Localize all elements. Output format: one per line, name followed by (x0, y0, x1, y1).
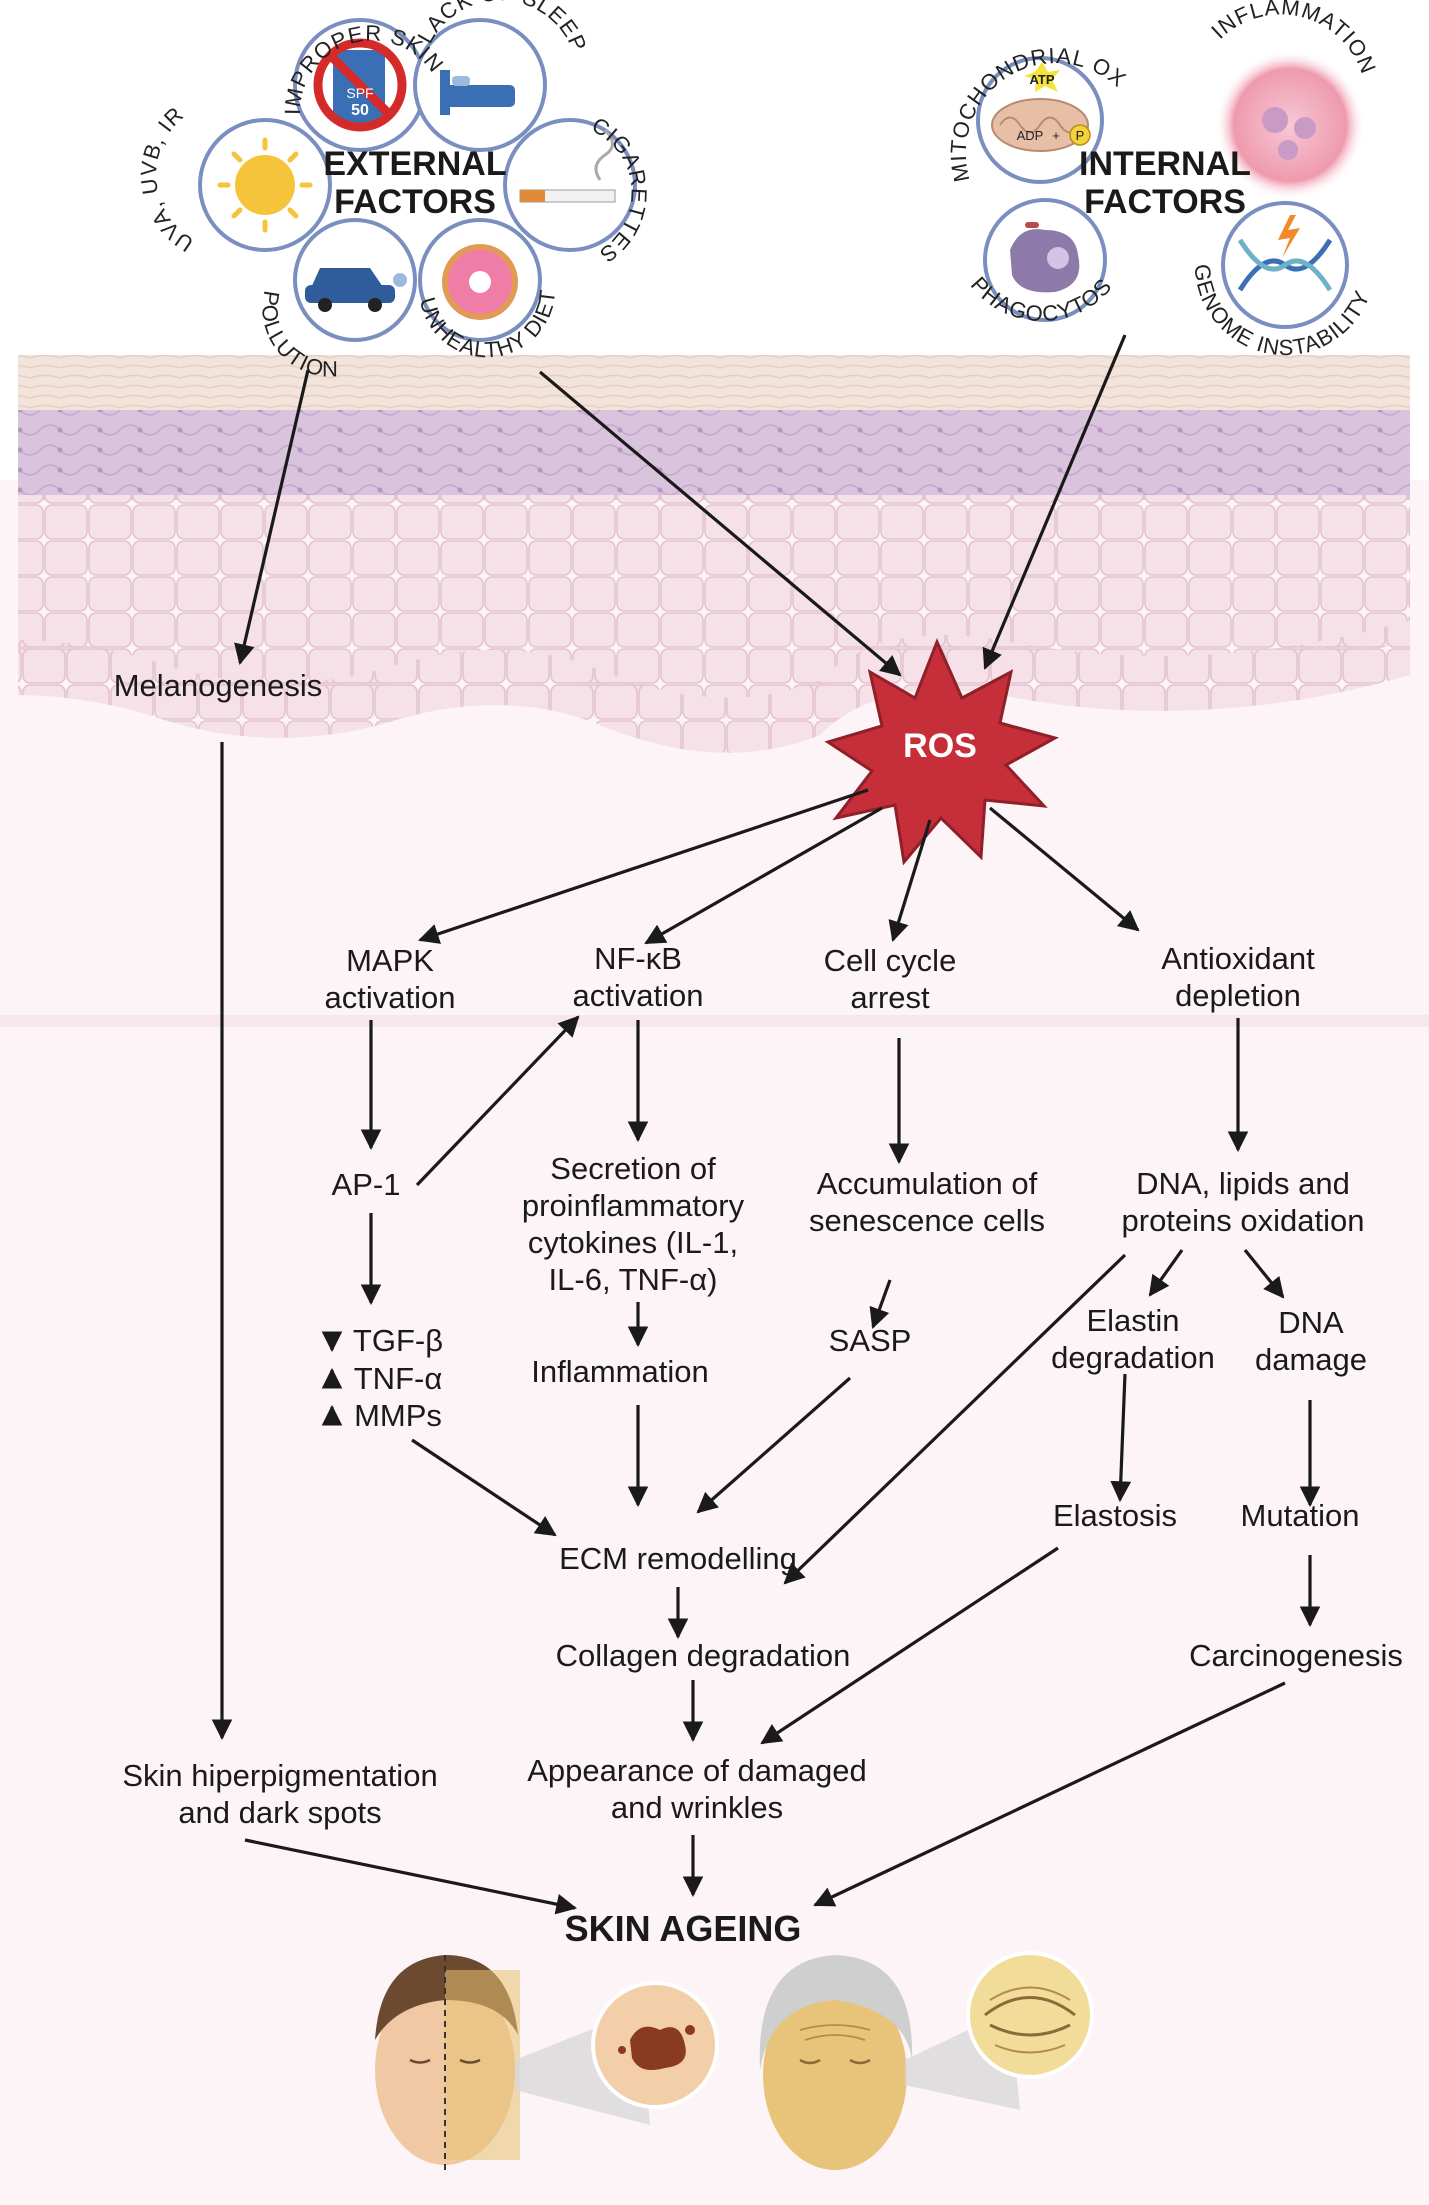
mutation-node: Mutation (1240, 1498, 1360, 1533)
internal-title-line1: INTERNAL (1079, 145, 1251, 183)
mapk-activation-node: MAPK activation (325, 942, 456, 1016)
carcinogenesis-node: Carcinogenesis (1189, 1638, 1403, 1673)
sun-icon (217, 137, 313, 233)
hyperpigmentation-line1: Skin hiperpigmentation (122, 1758, 438, 1793)
ap1-node: AP-1 (331, 1167, 401, 1202)
melanogenesis-label: Melanogenesis (113, 668, 323, 703)
secretion-line4: IL-6, TNF-α) (548, 1262, 718, 1297)
mitochondria-icon (991, 62, 1089, 152)
adp-label: ADP (1017, 128, 1044, 143)
tgf-beta-label: TGF-β (352, 1323, 444, 1358)
antioxidant-line2: depletion (1175, 978, 1301, 1013)
inflammation-cells-icon (1262, 107, 1316, 160)
cell-cycle-line2: arrest (850, 980, 930, 1015)
inflammation-node: Inflammation (531, 1354, 709, 1389)
elastin-line2: degradation (1051, 1340, 1215, 1375)
ros-label: ROS (903, 727, 977, 765)
dna-damage-line2: damage (1254, 1342, 1368, 1377)
collagen-degradation-node: Collagen degradation (555, 1638, 851, 1673)
internal-factors-cluster (976, 50, 1365, 329)
spf-number: 50 (351, 102, 369, 119)
external-factors-title: EXTERNAL FACTORS (323, 145, 506, 221)
atp-label: ATP (1029, 72, 1054, 87)
hyperpigmentation-node: Skin hiperpigmentation and dark spots (122, 1757, 437, 1831)
cell-cycle-line1: Cell cycle (823, 943, 957, 978)
nfkb-activation-node: NF-κB activation (573, 940, 704, 1014)
external-title-line1: EXTERNAL (323, 145, 507, 183)
secretion-line3: cytokines (IL-1, (527, 1225, 739, 1260)
accumulation-line2: senescence cells (808, 1203, 1046, 1238)
internal-factors-title: INTERNAL FACTORS (1079, 145, 1251, 221)
mapk-line1: MAPK (346, 943, 434, 978)
secretion-line2: proinflammatory (521, 1188, 745, 1223)
cigarette-icon (519, 128, 616, 203)
dna-damage-node: DNA damage (1255, 1304, 1367, 1378)
ros-burst (824, 638, 1059, 866)
dna-icon (1237, 215, 1333, 292)
dna-lipids-oxidation-node: DNA, lipids and proteins oxidation (1122, 1165, 1365, 1239)
appearance-line1: Appearance of damaged (527, 1753, 867, 1788)
mapk-line2: activation (324, 980, 456, 1015)
dna-lipids-line2: proteins oxidation (1121, 1203, 1365, 1238)
phagocyte-icon (1010, 222, 1080, 293)
secretion-node: Secretion of proinflammatory cytokines (… (522, 1150, 744, 1298)
dermis-layer (0, 480, 1429, 2205)
basal-layer (18, 620, 1410, 753)
hyperpigmentation-line2: and dark spots (178, 1795, 382, 1830)
accumulation-line1: Accumulation of (816, 1166, 1038, 1201)
nfkb-line1: NF-κB (594, 941, 682, 976)
dna-lipids-line1: DNA, lipids and (1136, 1166, 1350, 1201)
antioxidant-depletion-node: Antioxidant depletion (1161, 940, 1314, 1014)
skin-ageing-title: SKIN AGEING (564, 1908, 802, 1949)
factor-label-uv: UVA, UVB, IR (136, 101, 198, 257)
secretion-line1: Secretion of (550, 1151, 716, 1186)
dark-spot-icon (618, 2025, 695, 2071)
plus-label: + (1052, 128, 1060, 143)
dna-damage-line1: DNA (1278, 1305, 1344, 1340)
accumulation-node: Accumulation of senescence cells (809, 1165, 1045, 1239)
nfkb-line2: activation (572, 978, 704, 1013)
car-icon (305, 268, 407, 312)
sunscreen-icon (313, 38, 407, 132)
cell-cycle-arrest-node: Cell cycle arrest (824, 942, 957, 1016)
phosphate-label: P (1076, 128, 1085, 143)
elastin-degradation-node: Elastin degradation (1051, 1302, 1215, 1376)
stratum-corneum (18, 355, 1410, 415)
aged-face-illustration (759, 1951, 1094, 2170)
ecm-remodelling-node: ECM remodelling (559, 1541, 797, 1576)
spf-label: SPF (346, 85, 373, 101)
appearance-node: Appearance of damaged and wrinkles (527, 1752, 867, 1826)
external-title-line2: FACTORS (334, 183, 496, 221)
young-face-illustration (375, 1955, 719, 2170)
external-factors-cluster (198, 18, 637, 342)
elastosis-node: Elastosis (1052, 1498, 1178, 1533)
sasp-node: SASP (828, 1323, 912, 1358)
wrinkles-icon (984, 1986, 1076, 2054)
bed-icon (440, 70, 515, 115)
arrows (211, 334, 1321, 1915)
tnf-alpha-label: TNF-α (353, 1361, 443, 1396)
appearance-line2: and wrinkles (610, 1790, 784, 1825)
granular-layer (18, 410, 1410, 500)
internal-title-line2: FACTORS (1084, 183, 1246, 221)
donut-icon (442, 244, 518, 320)
elastin-line1: Elastin (1086, 1303, 1180, 1338)
antioxidant-line1: Antioxidant (1161, 941, 1315, 976)
mmps-label: MMPs (354, 1398, 442, 1433)
